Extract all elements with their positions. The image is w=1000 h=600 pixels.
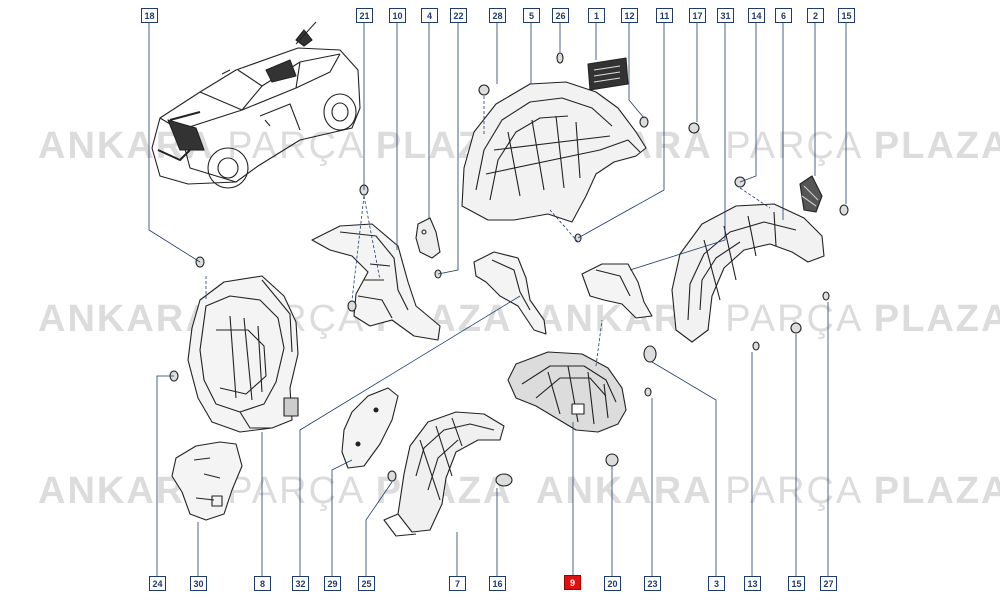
part-30-pad <box>171 441 243 521</box>
callout-25[interactable]: 25 <box>358 576 375 591</box>
callout-32[interactable]: 32 <box>292 576 309 591</box>
part-9-liner <box>507 351 627 433</box>
callout-26[interactable]: 26 <box>552 8 569 23</box>
callout-5[interactable]: 5 <box>523 8 540 23</box>
part-31-liner <box>581 263 653 319</box>
part-2-grille <box>799 175 823 213</box>
callout-13[interactable]: 13 <box>744 576 761 591</box>
callout-15-bottom[interactable]: 15 <box>788 576 805 591</box>
part-6-liner <box>671 203 825 343</box>
part-7-liner <box>383 411 505 537</box>
callout-23[interactable]: 23 <box>644 576 661 591</box>
callout-28[interactable]: 28 <box>489 8 506 23</box>
callout-31[interactable]: 31 <box>717 8 734 23</box>
callout-8[interactable]: 8 <box>254 576 271 591</box>
car-illustration <box>151 21 361 189</box>
callout-24[interactable]: 24 <box>149 576 166 591</box>
callout-27[interactable]: 27 <box>820 576 837 591</box>
callout-18[interactable]: 18 <box>141 8 158 23</box>
leader-lines <box>148 23 847 583</box>
callout-4[interactable]: 4 <box>421 8 438 23</box>
fasteners <box>169 52 849 487</box>
part-29-pad <box>341 387 399 469</box>
part-10-shield <box>311 223 441 341</box>
callout-17[interactable]: 17 <box>689 8 706 23</box>
callout-3[interactable]: 3 <box>708 576 725 591</box>
part-4-bracket <box>415 217 441 259</box>
callout-14[interactable]: 14 <box>748 8 765 23</box>
callout-15-top[interactable]: 15 <box>838 8 855 23</box>
callout-22[interactable]: 22 <box>450 8 467 23</box>
callout-30[interactable]: 30 <box>190 576 207 591</box>
callout-1[interactable]: 1 <box>588 8 605 23</box>
callout-12[interactable]: 12 <box>621 8 638 23</box>
callout-29[interactable]: 29 <box>324 576 341 591</box>
callout-7[interactable]: 7 <box>449 576 466 591</box>
callout-21[interactable]: 21 <box>356 8 373 23</box>
part-5-liner <box>461 81 647 223</box>
callout-11[interactable]: 11 <box>656 8 673 23</box>
callout-16[interactable]: 16 <box>489 576 506 591</box>
callout-10[interactable]: 10 <box>389 8 406 23</box>
callout-2[interactable]: 2 <box>807 8 824 23</box>
callout-20[interactable]: 20 <box>604 576 621 591</box>
callout-6[interactable]: 6 <box>775 8 792 23</box>
part-1-label <box>587 57 629 91</box>
part-32-liner <box>473 251 547 335</box>
part-8-shield <box>187 275 299 433</box>
callout-9-highlighted[interactable]: 9 <box>564 575 581 590</box>
